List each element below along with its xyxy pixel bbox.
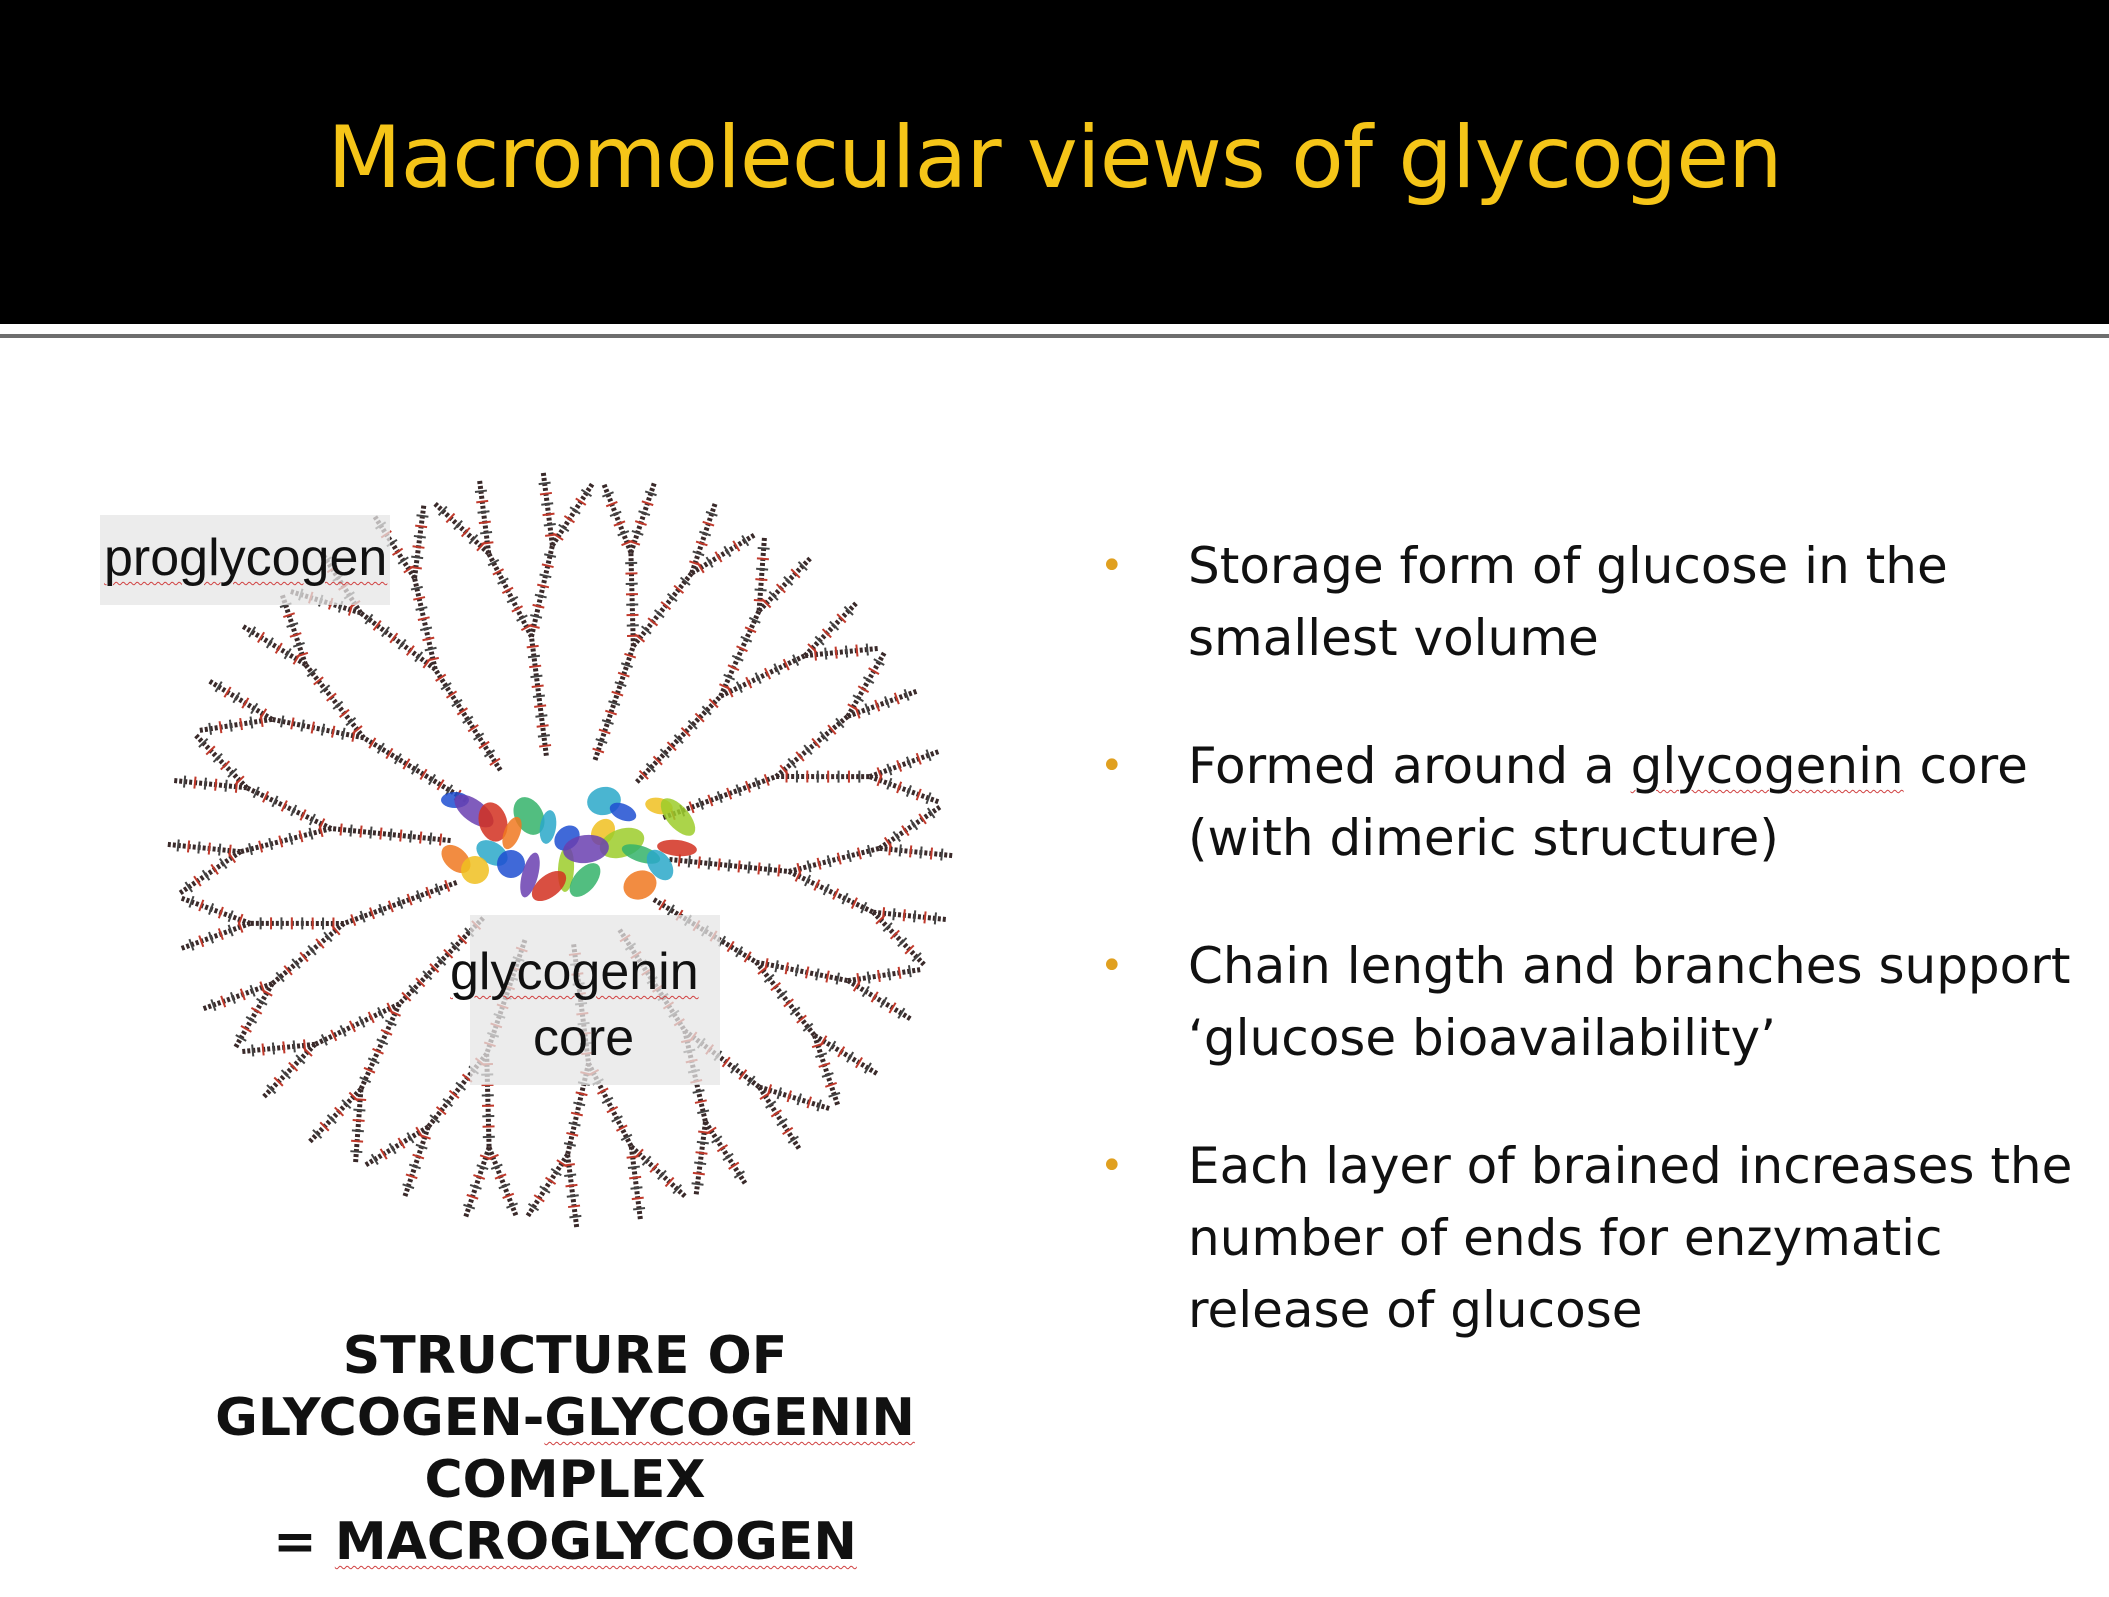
caption-line-3: COMPLEX [424,1450,706,1510]
caption-line-4a: = [273,1512,335,1572]
caption-line-2: GLYCOGEN-GLYCOGENIN [160,1387,970,1449]
caption-line-4: = MACROGLYCOGEN [160,1511,970,1573]
glycogenin-core-label-line2: core [533,1009,635,1067]
bullet-item: • Each layer of brained increases the num… [1100,1130,2080,1346]
header-divider [0,334,2109,338]
caption-line-2a: GLYCOGEN- [215,1388,545,1448]
bullet-item: • Formed around a glycogenin core (with d… [1100,730,2080,874]
caption-line-2b: GLYCOGENIN [544,1388,915,1448]
proglycogen-label-backdrop [100,515,390,605]
bullet-text-pre: Formed around a [1188,737,1631,795]
caption-line-4b: MACROGLYCOGEN [334,1512,857,1572]
bullet-dot-icon: • [1100,543,1124,589]
bullet-list: • Storage form of glucose in the smallest… [1100,530,2080,1402]
slide-title: Macromolecular views of glycogen [327,108,1782,208]
bullet-text: Storage form of glucose in the smallest … [1188,537,1948,667]
core-label-backdrop [470,915,720,1085]
bullet-dot-icon: • [1100,743,1124,789]
glycogenin-protein-icon [441,786,697,902]
glycogen-branches-image [167,472,953,1228]
bullet-item: • Chain length and branches support ‘gluc… [1100,930,2080,1074]
bullet-text: Chain length and branches support ‘gluco… [1188,937,2071,1067]
bullet-dot-icon: • [1100,943,1124,989]
bullet-text: Each layer of brained increases the numb… [1188,1137,2073,1339]
caption-line-1: STRUCTURE OF [342,1326,788,1386]
proglycogen-label: proglycogen [104,529,388,587]
bullet-dot-icon: • [1100,1143,1124,1189]
bullet-text-underlined: glycogenin [1630,737,1904,795]
glycogen-structure-figure: proglycogen glycogenin core [60,370,1060,1330]
bullet-item: • Storage form of glucose in the smallest… [1100,530,2080,674]
glycogenin-core-label-line1: glycogenin [450,943,699,1001]
figure-caption: STRUCTURE OF GLYCOGEN-GLYCOGENIN COMPLEX… [160,1325,970,1573]
header-gap [0,324,2109,332]
title-bar [0,0,2109,324]
bullet-text-post: core (with dimeric structure) [1188,737,2028,867]
